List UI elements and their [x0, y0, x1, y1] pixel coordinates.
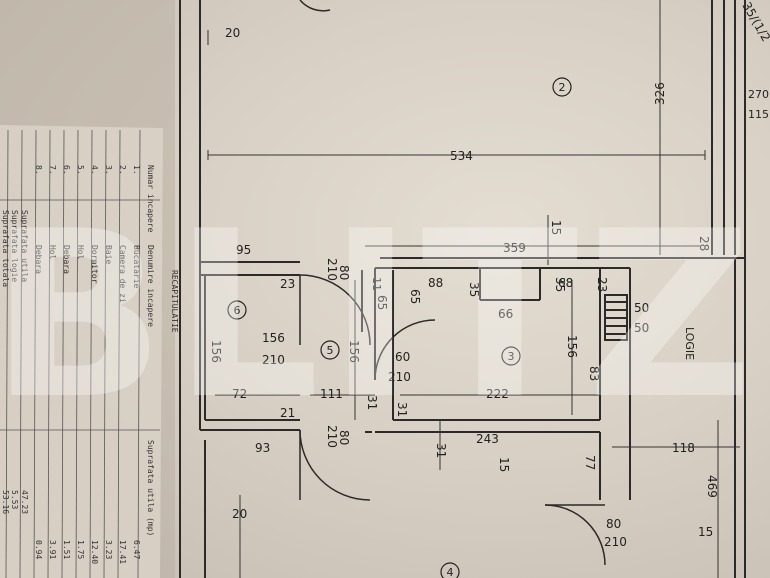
dim-label: 118	[672, 441, 695, 455]
dim-label: 50	[634, 321, 649, 335]
room-number-3: 3	[508, 350, 515, 363]
handwritten-note: 35/(1/2	[739, 0, 770, 44]
door-swings	[299, 0, 606, 566]
dim-label: 21	[280, 406, 295, 420]
dim-label: 23	[280, 277, 295, 291]
dim-label: 359	[503, 241, 526, 255]
dim-label: 534	[450, 149, 473, 163]
dim-label: 95	[236, 243, 251, 257]
dim-label: 93	[255, 441, 270, 455]
watermark: BLITZ	[0, 183, 761, 450]
room-number-4: 4	[447, 566, 454, 578]
dim-label: 31	[395, 402, 409, 417]
table-col-name: Denumire incapere	[146, 245, 155, 327]
dim-label: 50	[634, 301, 649, 315]
table-title: RECAPITULATIE	[170, 270, 179, 333]
dim-label: 15	[698, 525, 713, 539]
dim-label: 156	[565, 335, 579, 358]
dim-label: 210	[388, 370, 411, 384]
room-label-logie: LOGIE	[683, 327, 696, 360]
table-row-nr: 8.	[34, 165, 43, 175]
table-row-nr: 1.	[132, 165, 141, 175]
table-total-area: 53.16	[1, 490, 10, 514]
table-row-area: 3.23	[104, 540, 113, 559]
table-row-name: Dormitor	[90, 245, 99, 284]
dim-label: 156	[347, 340, 361, 363]
table-total-area: 47.23	[20, 490, 29, 514]
dimension-lines	[207, 0, 740, 578]
dim-label: 65	[408, 289, 422, 304]
dim-label: 66	[498, 307, 513, 321]
dim-label: 15	[549, 220, 563, 235]
dim-label: 243	[476, 432, 499, 446]
dim-label: 326	[653, 82, 667, 105]
table-total-label: Suprafata totala	[1, 210, 10, 287]
dim-label: 77	[583, 455, 597, 470]
table-row-name: Baie	[104, 245, 113, 264]
room-number-5: 5	[327, 344, 334, 357]
dim-label: 80	[337, 265, 351, 280]
dim-label: 156	[262, 331, 285, 345]
table-total-label: Suprafata logie	[10, 210, 19, 282]
dim-label: 83	[587, 366, 601, 381]
dimension-labels: 20 326 534 270 115 95 80 210 359 15 28 2…	[209, 26, 769, 549]
dim-label: 31	[365, 395, 379, 410]
dim-label: 72	[232, 387, 247, 401]
table-row-nr: 2.	[118, 165, 127, 175]
dim-label: 65	[375, 295, 389, 310]
table-row-name: Hol	[48, 245, 57, 260]
dim-label: 31	[434, 443, 448, 458]
room-number-6: 6	[234, 304, 241, 317]
table-row-name: Debara	[34, 245, 43, 274]
dim-label: 156	[209, 340, 223, 363]
dim-label: 23	[595, 277, 609, 292]
table-row-area: 0.94	[34, 540, 43, 559]
dim-label: 80	[337, 430, 351, 445]
table-total-area: 5.53	[10, 490, 19, 509]
table-row-area: 1.51	[62, 540, 71, 559]
table-row-area: 12.40	[90, 540, 99, 564]
dim-label: 210	[325, 425, 339, 448]
table-row-nr: 3.	[104, 165, 113, 175]
table-row-name: Bucatarie	[132, 245, 141, 289]
dim-label: 115	[748, 108, 769, 121]
dim-label: 35	[553, 277, 567, 292]
dim-label: 28	[697, 236, 711, 251]
dim-label: 111	[320, 387, 343, 401]
table-row-area: 1.75	[76, 540, 85, 559]
dim-label: 20	[225, 26, 240, 40]
table-row-name: Hol	[76, 245, 85, 260]
table-row-nr: 7.	[48, 165, 57, 175]
dim-label: 35	[467, 282, 481, 297]
table-col-area: Suprafata utila (mp)	[146, 440, 155, 536]
table-col-number: Numar incapere	[146, 165, 155, 233]
dim-label: 88	[428, 276, 443, 290]
dim-label: 210	[325, 258, 339, 281]
dim-label: 20	[232, 507, 247, 521]
room-number-2: 2	[559, 81, 566, 94]
recap-table: RECAPITULATIE Numar incapere Denumire in…	[0, 125, 179, 578]
table-row-area: 17.41	[118, 540, 127, 564]
table-row-area: 6.47	[132, 540, 141, 559]
dim-label: 80	[606, 517, 621, 531]
dim-label: 15	[497, 457, 511, 472]
table-row-area: 3.91	[48, 540, 57, 559]
table-total-label: Suprafata utila	[20, 210, 29, 282]
table-row-name: Debara	[62, 245, 71, 274]
dim-label: 270	[748, 88, 769, 101]
table-row-nr: 6.	[62, 165, 71, 175]
dim-label: 60	[395, 350, 410, 364]
dim-label: 210	[262, 353, 285, 367]
table-row-name: Camera de zi	[118, 245, 127, 303]
dim-label: 469	[705, 475, 719, 498]
table-row-nr: 5.	[76, 165, 85, 175]
dim-label: 68	[558, 276, 573, 290]
dim-label: 222	[486, 387, 509, 401]
table-row-nr: 4.	[90, 165, 99, 175]
dim-label: 11	[370, 277, 383, 291]
dim-label: 210	[604, 535, 627, 549]
